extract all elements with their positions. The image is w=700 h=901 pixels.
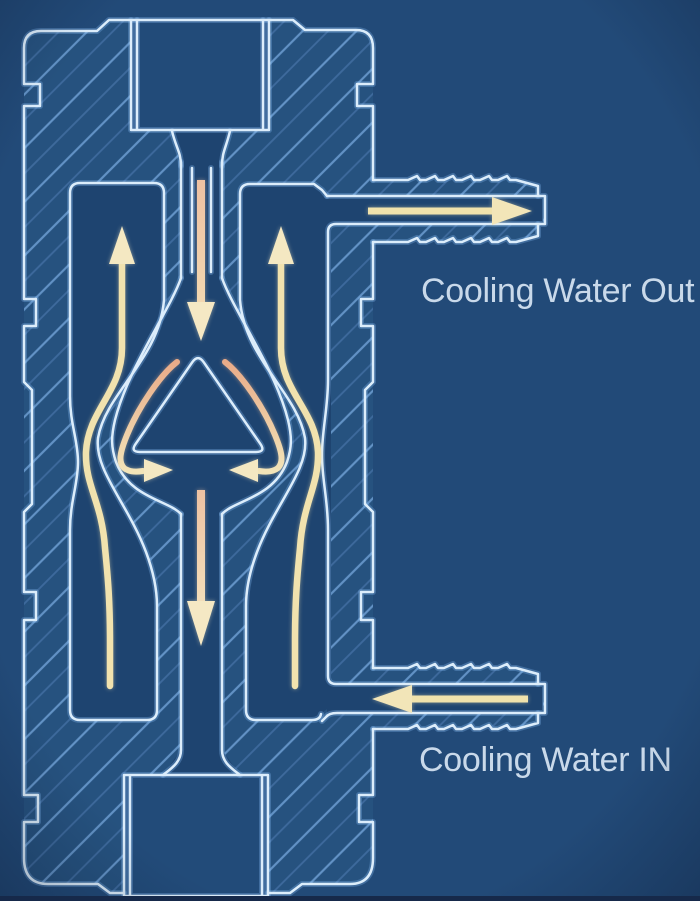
bottom-video-strip	[0, 896, 700, 901]
